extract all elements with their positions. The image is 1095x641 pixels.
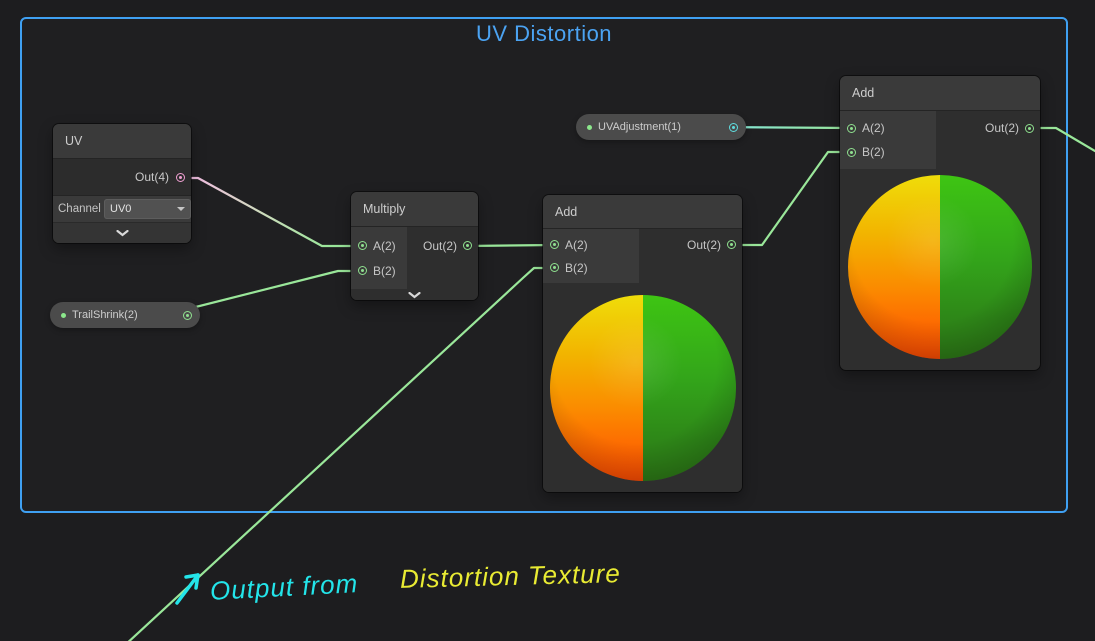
add2-out-port[interactable] (1025, 123, 1034, 133)
multiply-out-port[interactable] (463, 241, 472, 250)
edge-add-to-add2-b[interactable] (729, 150, 853, 247)
port-label: B(2) (862, 145, 885, 159)
node-multiply[interactable]: Multiply A(2) B(2) Out(2) (351, 192, 478, 300)
add2-a-input-port[interactable] (847, 123, 856, 133)
preview-sphere (549, 294, 736, 481)
edge-uv-to-multiply-a[interactable] (176, 176, 364, 248)
collapse-chevron[interactable] (351, 289, 478, 300)
collapse-chevron[interactable] (53, 223, 191, 243)
port-label: B(2) (373, 263, 396, 278)
uv-out-port[interactable] (176, 172, 185, 182)
node-title: Add (840, 76, 1040, 111)
preview-sphere-left (549, 294, 643, 481)
multiply-a-input-port[interactable] (358, 241, 367, 250)
node-title: Add (543, 195, 742, 229)
chevron-down-icon (115, 229, 129, 236)
annotation-text-yellow: Distortion Texture (399, 558, 622, 594)
port-label: Out(2) (984, 121, 1019, 135)
group-title[interactable]: UV Distortion (475, 21, 613, 46)
port-label: A(2) (565, 237, 588, 252)
add2-b-input-port[interactable] (847, 147, 856, 157)
chevron-down-icon (408, 291, 421, 298)
channel-dropdown-value: UV0 (110, 203, 132, 215)
add-a-input-port[interactable] (550, 240, 559, 249)
property-label: UVAdjustment(1) (598, 121, 681, 133)
property-label: TrailShrink(2) (72, 309, 138, 321)
port-label: A(2) (862, 121, 885, 135)
preview-sphere (848, 175, 1032, 359)
node-group-uv-distortion[interactable]: UV Distortion (20, 17, 1068, 513)
node-add-2[interactable]: Add A(2) B(2) Out(2) (840, 76, 1040, 370)
trailshrink-out-port[interactable] (183, 310, 192, 320)
preview-sphere-right (642, 294, 736, 481)
port-label: B(2) (565, 260, 588, 275)
channel-dropdown[interactable]: UV0 (104, 199, 191, 219)
property-dot-icon (587, 124, 592, 130)
add-b-input-port[interactable] (550, 263, 559, 272)
channel-label: Channel (58, 203, 101, 215)
port-label: Out(2) (422, 238, 457, 253)
node-uv[interactable]: UV Out(4) Channel UV0 (53, 124, 191, 243)
annotation-arrow-icon (175, 573, 200, 605)
port-label: A(2) (373, 238, 396, 253)
preview-sphere-right (940, 175, 1032, 359)
dropdown-arrow-icon (177, 207, 185, 211)
preview-sphere-left (848, 175, 940, 359)
node-title: UV (53, 124, 191, 159)
edge-multiply-to-add-a[interactable] (464, 243, 556, 248)
port-label: Out(2) (686, 237, 721, 252)
node-uvadjustment-property[interactable]: UVAdjustment(1) (576, 114, 746, 140)
preview-sphere-shading (549, 294, 736, 481)
preview-sphere-shading (848, 175, 1032, 359)
uvadjustment-out-port[interactable] (729, 122, 738, 132)
node-add[interactable]: Add A(2) B(2) Out(2) (543, 195, 742, 492)
node-title: Multiply (351, 192, 478, 227)
port-label: Out(4) (134, 170, 169, 184)
node-trailshrink-property[interactable]: TrailShrink(2) (50, 302, 200, 328)
property-dot-icon (61, 312, 66, 318)
add-out-port[interactable] (727, 240, 736, 249)
multiply-b-input-port[interactable] (358, 266, 367, 275)
